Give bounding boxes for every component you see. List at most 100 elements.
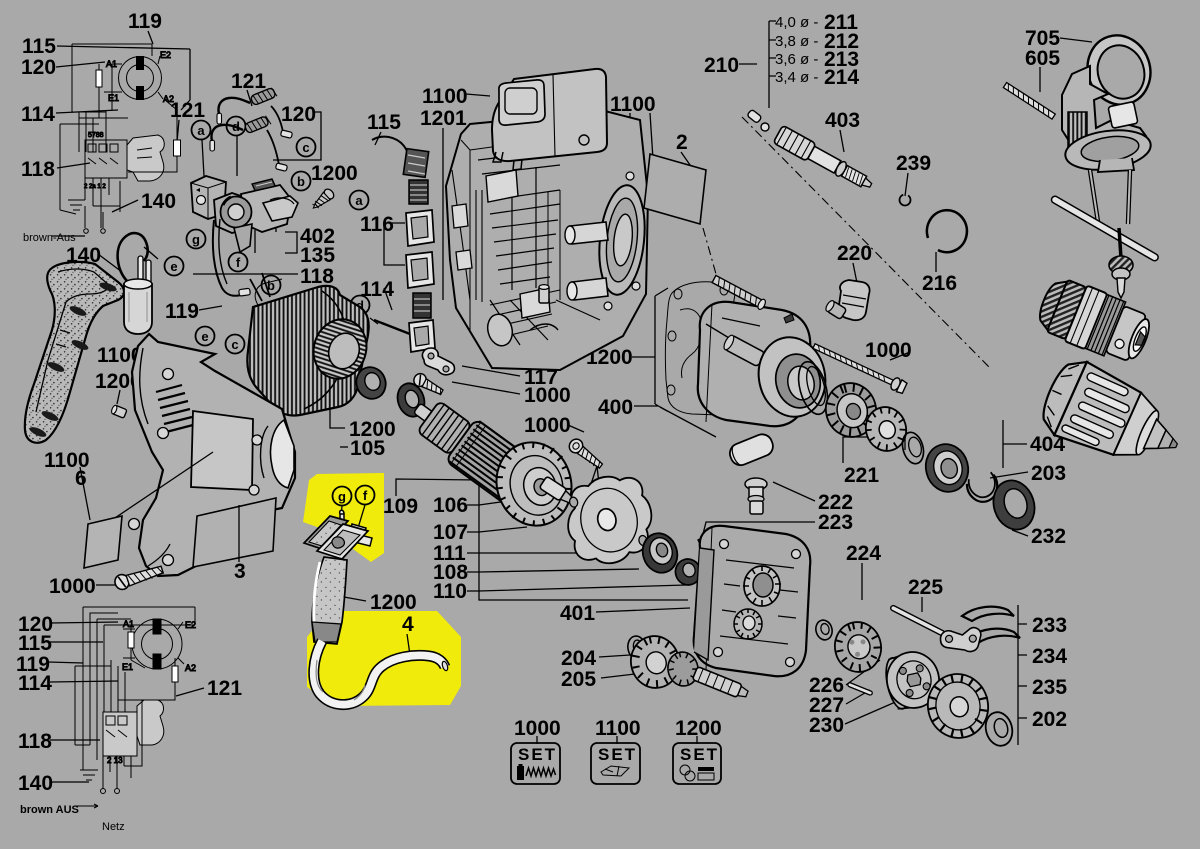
svg-text:114: 114 — [21, 103, 55, 126]
svg-text:Netz: Netz — [102, 821, 125, 833]
svg-text:1000: 1000 — [524, 414, 571, 437]
svg-text:232: 232 — [1031, 525, 1066, 548]
svg-text:239: 239 — [896, 152, 931, 175]
svg-text:1200: 1200 — [95, 370, 142, 393]
svg-text:SET: SET — [598, 745, 637, 764]
svg-text:4,0 ø -: 4,0 ø - — [775, 14, 818, 31]
svg-text:225: 225 — [908, 576, 943, 599]
svg-text:1200: 1200 — [311, 162, 358, 185]
svg-text:220: 220 — [837, 242, 872, 265]
svg-text:3,4 ø -: 3,4 ø - — [775, 69, 818, 86]
svg-text:4: 4 — [402, 613, 414, 636]
svg-text:203: 203 — [1031, 462, 1066, 485]
svg-text:105: 105 — [350, 437, 385, 460]
svg-text:A2: A2 — [185, 663, 196, 673]
svg-text:214: 214 — [824, 66, 859, 89]
svg-text:202: 202 — [1032, 708, 1067, 731]
svg-text:b: b — [297, 174, 305, 189]
svg-text:204: 204 — [561, 647, 596, 670]
svg-text:brown AUS: brown AUS — [20, 804, 79, 816]
svg-text:121: 121 — [231, 70, 266, 93]
svg-text:1201: 1201 — [420, 107, 467, 130]
svg-text:SET: SET — [518, 745, 557, 764]
svg-text:109: 109 — [383, 495, 418, 518]
svg-text:e: e — [201, 329, 208, 344]
svg-text:1100: 1100 — [97, 344, 143, 367]
svg-text:f: f — [363, 488, 368, 503]
svg-text:E1: E1 — [108, 93, 119, 103]
svg-text:107: 107 — [433, 521, 468, 544]
svg-text:605: 605 — [1025, 47, 1060, 70]
svg-text:115: 115 — [367, 111, 401, 134]
svg-text:210: 210 — [704, 54, 739, 77]
svg-text:404: 404 — [1030, 433, 1065, 456]
svg-text:221: 221 — [844, 464, 879, 487]
svg-text:1100: 1100 — [422, 85, 468, 108]
svg-text:3: 3 — [234, 560, 246, 583]
svg-text:402: 402 — [300, 225, 335, 248]
svg-text:403: 403 — [825, 109, 860, 132]
svg-text:1100: 1100 — [595, 717, 641, 740]
svg-text:115: 115 — [22, 35, 56, 58]
svg-text:111: 111 — [433, 542, 466, 565]
svg-text:e: e — [170, 259, 177, 274]
svg-text:120: 120 — [21, 56, 56, 79]
svg-text:1000: 1000 — [524, 384, 571, 407]
svg-text:120: 120 — [281, 103, 316, 126]
svg-text:1100: 1100 — [610, 93, 656, 116]
svg-text:117: 117 — [524, 366, 558, 389]
svg-text:120: 120 — [18, 613, 53, 636]
svg-text:213: 213 — [824, 48, 859, 71]
svg-text:c: c — [231, 337, 238, 352]
svg-text:1200: 1200 — [586, 346, 633, 369]
svg-text:118: 118 — [300, 265, 334, 288]
svg-text:121: 121 — [170, 99, 205, 122]
svg-text:1200: 1200 — [675, 717, 722, 740]
svg-text:211: 211 — [824, 11, 858, 34]
svg-text:233: 233 — [1032, 614, 1067, 637]
svg-text:6: 6 — [75, 467, 87, 490]
svg-text:a: a — [197, 123, 205, 138]
svg-text:A1: A1 — [106, 59, 117, 69]
svg-text:119: 119 — [16, 653, 50, 676]
svg-text:d: d — [356, 298, 364, 313]
svg-text:5788: 5788 — [88, 132, 104, 139]
svg-text:c: c — [302, 140, 309, 155]
svg-text:140: 140 — [18, 772, 53, 795]
svg-text:A1: A1 — [123, 619, 134, 629]
svg-text:230: 230 — [809, 714, 844, 737]
svg-text:205: 205 — [561, 668, 596, 691]
svg-text:115: 115 — [18, 632, 52, 655]
svg-text:3,8 ø -: 3,8 ø - — [775, 33, 818, 50]
svg-text:g: g — [192, 232, 200, 247]
svg-text:119: 119 — [128, 10, 162, 33]
svg-text:SET: SET — [680, 745, 719, 764]
svg-text:223: 223 — [818, 511, 853, 534]
svg-text:216: 216 — [922, 272, 957, 295]
svg-text:106: 106 — [433, 494, 468, 517]
svg-text:226: 226 — [809, 674, 844, 697]
svg-text:235: 235 — [1032, 676, 1067, 699]
svg-text:2 13: 2 13 — [107, 756, 123, 765]
svg-text:1200: 1200 — [349, 418, 396, 441]
svg-text:108: 108 — [433, 561, 468, 584]
svg-text:E1: E1 — [122, 662, 133, 672]
svg-text:g: g — [338, 489, 346, 504]
svg-text:135: 135 — [300, 244, 335, 267]
svg-text:3,6 ø -: 3,6 ø - — [775, 51, 818, 68]
svg-text:brown-Aus: brown-Aus — [23, 232, 76, 244]
svg-text:2: 2 — [676, 131, 688, 154]
svg-text:A2: A2 — [163, 94, 174, 104]
svg-text:1000: 1000 — [49, 575, 96, 598]
svg-text:401: 401 — [560, 602, 595, 625]
svg-text:227: 227 — [809, 694, 844, 717]
svg-text:224: 224 — [846, 542, 881, 565]
svg-text:118: 118 — [18, 730, 52, 753]
svg-text:114: 114 — [18, 672, 52, 695]
svg-text:116: 116 — [360, 213, 394, 236]
svg-text:140: 140 — [141, 190, 176, 213]
svg-text:f: f — [236, 255, 241, 270]
svg-text:E2: E2 — [160, 50, 171, 60]
svg-text:118: 118 — [21, 158, 55, 181]
svg-text:1000: 1000 — [514, 717, 561, 740]
